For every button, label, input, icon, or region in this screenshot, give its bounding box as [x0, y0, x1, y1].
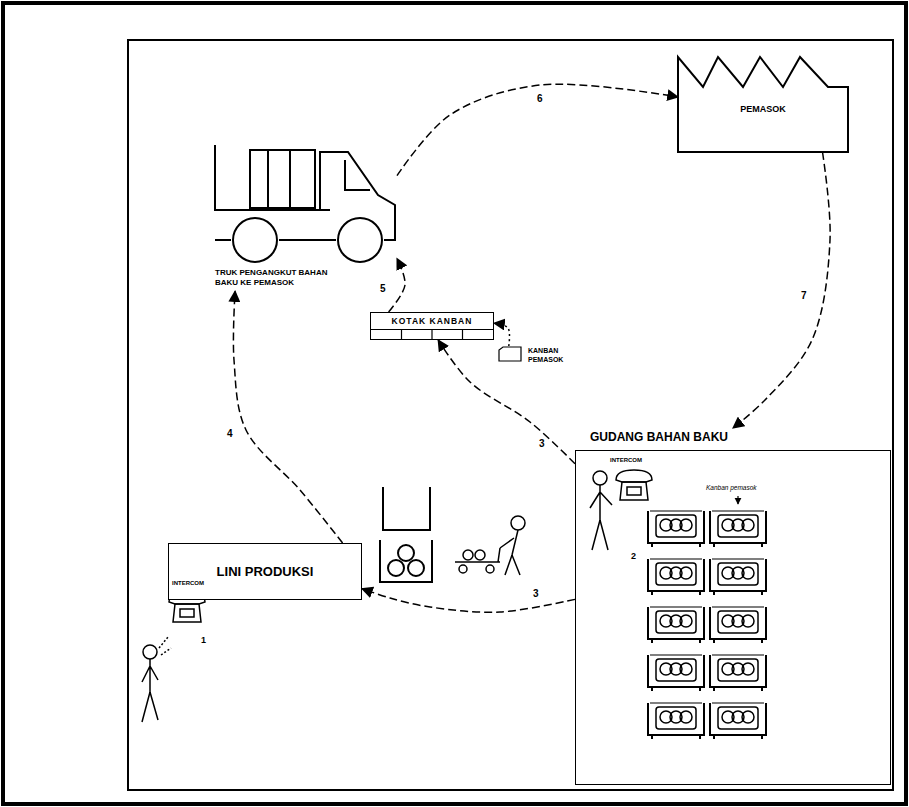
truck-drawing — [338, 218, 382, 262]
rack-drawing — [648, 703, 704, 739]
person-with-cart — [486, 565, 494, 573]
flow-arrow — [233, 291, 342, 543]
person-with-cart — [463, 550, 473, 560]
truck-drawing — [345, 160, 370, 190]
intercom-symbol — [173, 604, 201, 622]
supplier-factory: PEMASOK — [678, 52, 848, 152]
truck-drawing — [268, 150, 290, 208]
truck-drawing — [215, 145, 395, 262]
callout-number: 2 — [630, 552, 637, 562]
rack-drawing — [710, 703, 766, 739]
person-figure — [143, 645, 157, 659]
rack-drawing — [710, 559, 766, 595]
intercom-symbol — [180, 609, 194, 617]
truck-drawing — [250, 150, 315, 208]
step-number: 7 — [800, 290, 808, 301]
person-figure — [159, 637, 171, 655]
node-text: LINI PRODUKSI — [217, 564, 314, 579]
intercom-symbol — [620, 482, 648, 500]
leader-line — [738, 496, 739, 504]
rack-drawing — [648, 559, 704, 595]
step-number: 6 — [536, 93, 544, 104]
frame — [3, 3, 906, 804]
person-figure — [590, 471, 612, 550]
truck-drawing — [215, 145, 330, 210]
rack-drawing — [648, 607, 704, 643]
bin-drawing — [408, 560, 424, 576]
rack-drawing — [648, 511, 766, 739]
process-box: LINI PRODUKSI — [168, 543, 362, 600]
truck-drawing — [233, 218, 277, 262]
kanban-box: KOTAK KANBAN — [370, 312, 494, 340]
bin-drawing — [380, 540, 432, 582]
box-compartments — [371, 329, 493, 339]
flow-arrow — [494, 323, 510, 346]
rack-drawing — [710, 607, 766, 643]
rack-drawing — [648, 655, 704, 691]
flow-arrow — [389, 259, 405, 312]
node-text: KANBAN PEMASOK — [528, 346, 570, 365]
step-number: 5 — [379, 283, 387, 294]
bin-drawing — [380, 487, 432, 582]
frame — [3, 3, 906, 804]
box-compartments — [401, 329, 402, 339]
person-with-cart — [459, 565, 467, 573]
callout-number: 1 — [200, 636, 207, 646]
node-text: TRUK PENGANGKUT BAHAN BAKU KE PEMASOK — [215, 268, 340, 287]
intercom-symbol — [616, 470, 652, 500]
leader-line — [737, 496, 738, 504]
person-figure — [590, 485, 612, 550]
device-label: INTERCOM — [171, 580, 205, 587]
step-number: 3 — [532, 588, 540, 599]
person-figure — [142, 659, 158, 722]
truck-drawing — [320, 152, 395, 240]
node-text: PEMASOK — [678, 52, 848, 114]
box-compartments — [431, 329, 432, 339]
person-figure — [142, 637, 171, 722]
card-symbol — [498, 346, 522, 362]
box-compartments — [462, 329, 463, 339]
bin-drawing — [398, 545, 414, 561]
step-number: 3 — [538, 438, 546, 449]
warehouse-border — [575, 450, 891, 785]
card-symbol — [499, 347, 521, 361]
intercom-symbol — [627, 487, 641, 495]
step-number: 4 — [226, 428, 234, 439]
device-label: INTERCOM — [609, 457, 643, 464]
flow-arrow — [438, 340, 575, 464]
part-label: Kanban pemasok — [705, 484, 758, 491]
warehouse-area: GUDANG BAHAN BAKU — [575, 428, 891, 785]
node-text: GUDANG BAHAN BAKU — [575, 428, 891, 446]
rack-drawing — [710, 655, 766, 691]
bin-drawing — [388, 560, 404, 576]
bin-drawing — [383, 487, 430, 530]
truck-node: TRUK PENGANGKUT BAHAN BAKU KE PEMASOK — [213, 143, 397, 291]
person-figure — [593, 471, 607, 485]
frame — [128, 40, 893, 790]
factory-outline — [678, 52, 848, 152]
person-with-cart — [455, 516, 525, 575]
person-with-cart — [500, 530, 520, 575]
flow-arrow — [397, 84, 678, 175]
node-text: KOTAK KANBAN — [375, 316, 489, 326]
flow-arrow — [362, 589, 575, 613]
person-with-cart — [511, 516, 525, 530]
flow-arrow — [733, 152, 830, 428]
person-with-cart — [475, 550, 485, 560]
rack-drawing — [710, 511, 766, 547]
rack-drawing — [648, 511, 704, 547]
intercom-symbol — [616, 470, 652, 482]
kanban-card: KANBAN PEMASOK — [498, 346, 570, 371]
person-with-cart — [455, 548, 500, 562]
